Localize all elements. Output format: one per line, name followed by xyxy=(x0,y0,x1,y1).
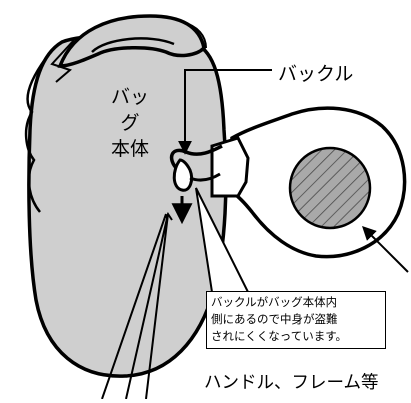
note-line-3: されにくくなっています。 xyxy=(211,329,348,343)
bag-strap xyxy=(57,14,206,68)
note-line-2: 側にあるので中身が盗難 xyxy=(211,312,338,326)
buckle-leader-line xyxy=(178,69,272,155)
handle-leader-lines xyxy=(101,213,169,400)
bag-left-edge xyxy=(24,57,48,213)
buckle-label: バックル xyxy=(278,63,354,85)
note-callout-box: バックルがバッグ本体内 側にあるので中身が盗難 されにくくなっています。 xyxy=(206,291,386,349)
bag-body-label: バッグ 本体 xyxy=(104,84,156,162)
hatched-disc-icon xyxy=(288,146,372,230)
bag-body-label-line1: バッグ xyxy=(110,86,149,134)
note-line-1: バックルがバッグ本体内 xyxy=(211,295,338,309)
handle-frame-label: ハンドル、フレーム等 xyxy=(204,373,379,393)
bag-body-label-line2: 本体 xyxy=(110,138,149,160)
pouch-collar xyxy=(210,136,250,198)
pointer-arrow-icon xyxy=(362,226,409,273)
